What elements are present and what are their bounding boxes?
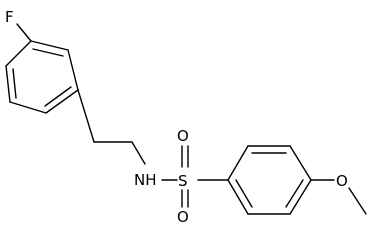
- bond: [235, 179, 253, 208]
- bond: [131, 141, 146, 165]
- oxygen-top-label: O: [177, 127, 189, 145]
- oxygen-bottom-label: O: [177, 208, 189, 226]
- bond: [45, 89, 79, 114]
- bond: [16, 23, 32, 42]
- bond: [227, 179, 249, 215]
- fluorophenyl-ring: [5, 40, 79, 114]
- sulfur-label: S: [178, 172, 188, 190]
- bond: [12, 68, 17, 99]
- nh-label: NH: [134, 171, 157, 189]
- bond: [348, 187, 367, 215]
- bond: [77, 89, 95, 143]
- bond: [5, 40, 32, 67]
- bond: [285, 179, 304, 208]
- structure-canvas: F NH S O O O: [5, 8, 367, 226]
- bond: [44, 86, 72, 107]
- bond: [227, 145, 249, 181]
- methoxyphenyl-ring: [227, 145, 312, 215]
- oxygen-methoxy-label: O: [336, 172, 348, 190]
- fluorine-label: F: [5, 8, 14, 26]
- bond: [67, 49, 79, 91]
- bond: [30, 40, 69, 51]
- bond: [32, 48, 64, 57]
- molecule-diagram: F NH S O O O: [5, 8, 367, 226]
- bond: [289, 179, 312, 215]
- bond: [5, 65, 11, 103]
- bond: [289, 145, 312, 181]
- bond: [9, 101, 47, 114]
